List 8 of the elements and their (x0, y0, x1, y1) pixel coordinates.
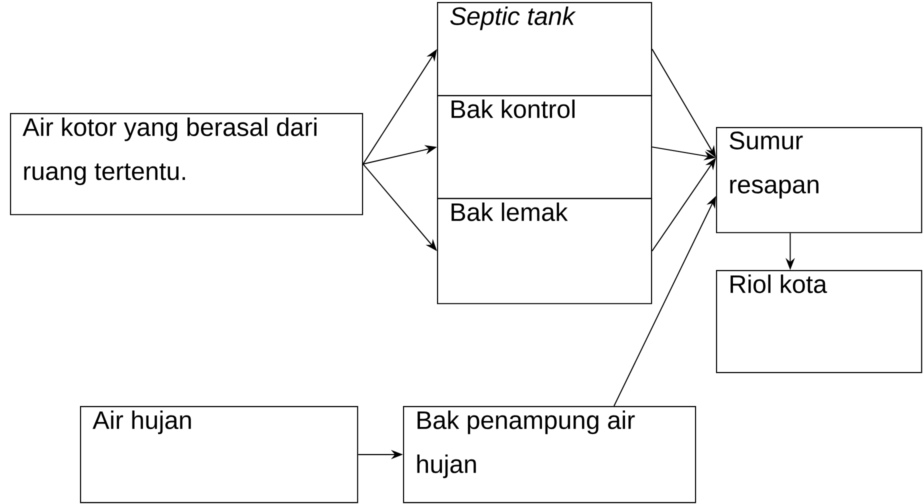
process-box: Bak penampung air hujan (403, 406, 696, 504)
process-box: Air hujan (80, 406, 358, 504)
process-box: Bak lemak (437, 198, 652, 304)
process-box: Bak kontrol (437, 95, 652, 199)
process-box: Sumur resapan (716, 127, 922, 234)
process-box: Riol kota (716, 270, 922, 374)
process-box: Air kotor yang berasal dari ruang tertentu. (10, 113, 364, 216)
process-box: Septic tank (437, 2, 652, 96)
